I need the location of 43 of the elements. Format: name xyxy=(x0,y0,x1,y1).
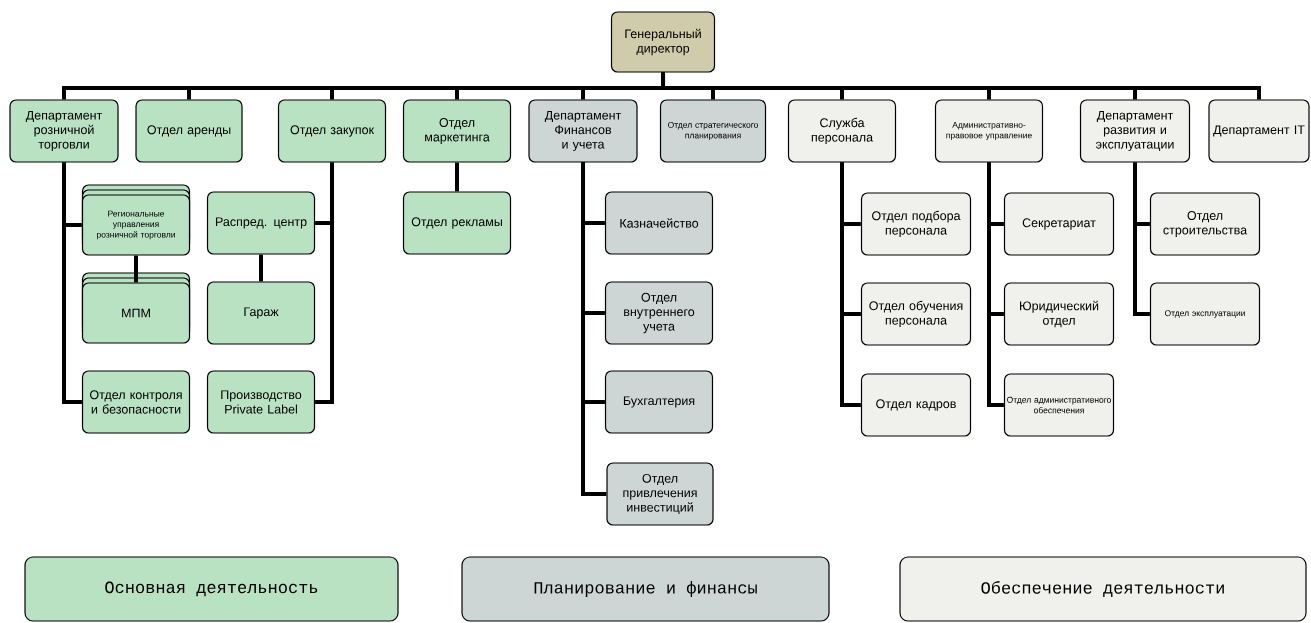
department-box: Бухгалтерия xyxy=(604,370,714,434)
stacked-box: Региональные управления розничной торговли xyxy=(81,184,191,256)
department-box: Департамент IT xyxy=(1208,99,1310,163)
department-box: Отдел внутреннего учета xyxy=(604,281,714,345)
department-box: Административно-правовое управление xyxy=(934,99,1044,163)
department-box: Отдел привлечения инвестиций xyxy=(606,462,714,526)
department-box: Юридический отдел xyxy=(1003,282,1115,346)
department-box: Отдел подбора персонала xyxy=(860,192,972,256)
connector-line xyxy=(661,72,1261,100)
connector-line xyxy=(581,162,607,496)
legend-item: Планирование и финансы xyxy=(461,556,830,622)
department-box: Отдел обучения персонала xyxy=(860,282,972,346)
department-box: Отдел маркетинга xyxy=(402,99,512,163)
department-box: Распред. центр xyxy=(206,191,316,255)
stacked-box: МПМ xyxy=(81,272,191,344)
legend-item: Основная деятельность xyxy=(24,556,399,622)
department-box: Отдел административного обеспечения xyxy=(1003,373,1115,437)
connector-line xyxy=(455,162,459,192)
connector-line xyxy=(62,162,82,404)
department-box: Казначейство xyxy=(604,191,714,255)
department-box: Департамент развития и эксплуатации xyxy=(1079,99,1191,163)
connector-line xyxy=(840,162,861,407)
department-box: Отдел контроля и безопасности xyxy=(81,370,191,434)
department-box: Отдел закупок xyxy=(277,99,387,163)
connector-line xyxy=(1133,162,1150,316)
department-box: Генеральный директор xyxy=(610,11,716,73)
department-box: Секретариат xyxy=(1003,192,1115,256)
department-box: Отдел стратегического планирования xyxy=(659,99,767,163)
connector-line xyxy=(134,255,138,283)
department-box: Отдел строительства xyxy=(1149,192,1261,256)
connector-line xyxy=(987,162,1004,407)
department-box: Департамент розничной торговли xyxy=(9,99,119,163)
department-box: Производство Private Label xyxy=(206,370,316,434)
department-box: Отдел кадров xyxy=(860,373,972,437)
department-box: Департамент Финансов и учета xyxy=(528,99,638,163)
department-box: Гараж xyxy=(206,281,316,345)
legend-item: Обеспечение деятельности xyxy=(899,556,1307,622)
department-box: Отдел эксплуатации xyxy=(1149,282,1261,346)
department-box: Отдел рекламы xyxy=(402,191,512,255)
department-box: Служба персонала xyxy=(787,99,897,163)
connector-line xyxy=(259,254,263,282)
connector-line xyxy=(315,162,334,404)
department-box: Отдел аренды xyxy=(135,99,243,163)
